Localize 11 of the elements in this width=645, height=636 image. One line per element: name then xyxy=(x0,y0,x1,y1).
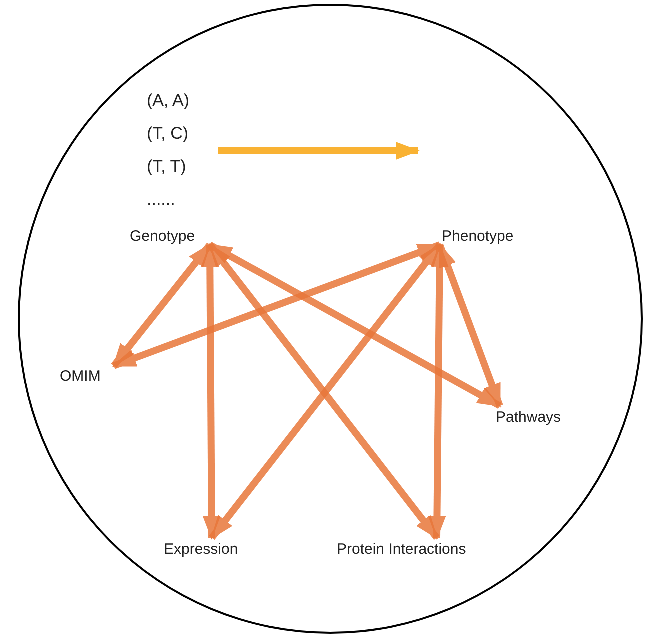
genotype-pair: (T, T) xyxy=(147,156,188,178)
node-label: Phenotype xyxy=(442,227,515,247)
genotype-pair: (T, C) xyxy=(147,123,190,145)
node-label: Genotype xyxy=(130,227,196,247)
node-label: Protein Interactions xyxy=(337,540,468,560)
genotype-pair: ...... xyxy=(147,189,176,211)
node-label: Expression xyxy=(164,540,240,560)
node-label: Pathways xyxy=(496,408,562,428)
node-label: OMIM xyxy=(60,367,102,387)
enclosing-circle xyxy=(18,4,643,634)
genotype-pair: (A, A) xyxy=(147,90,191,112)
